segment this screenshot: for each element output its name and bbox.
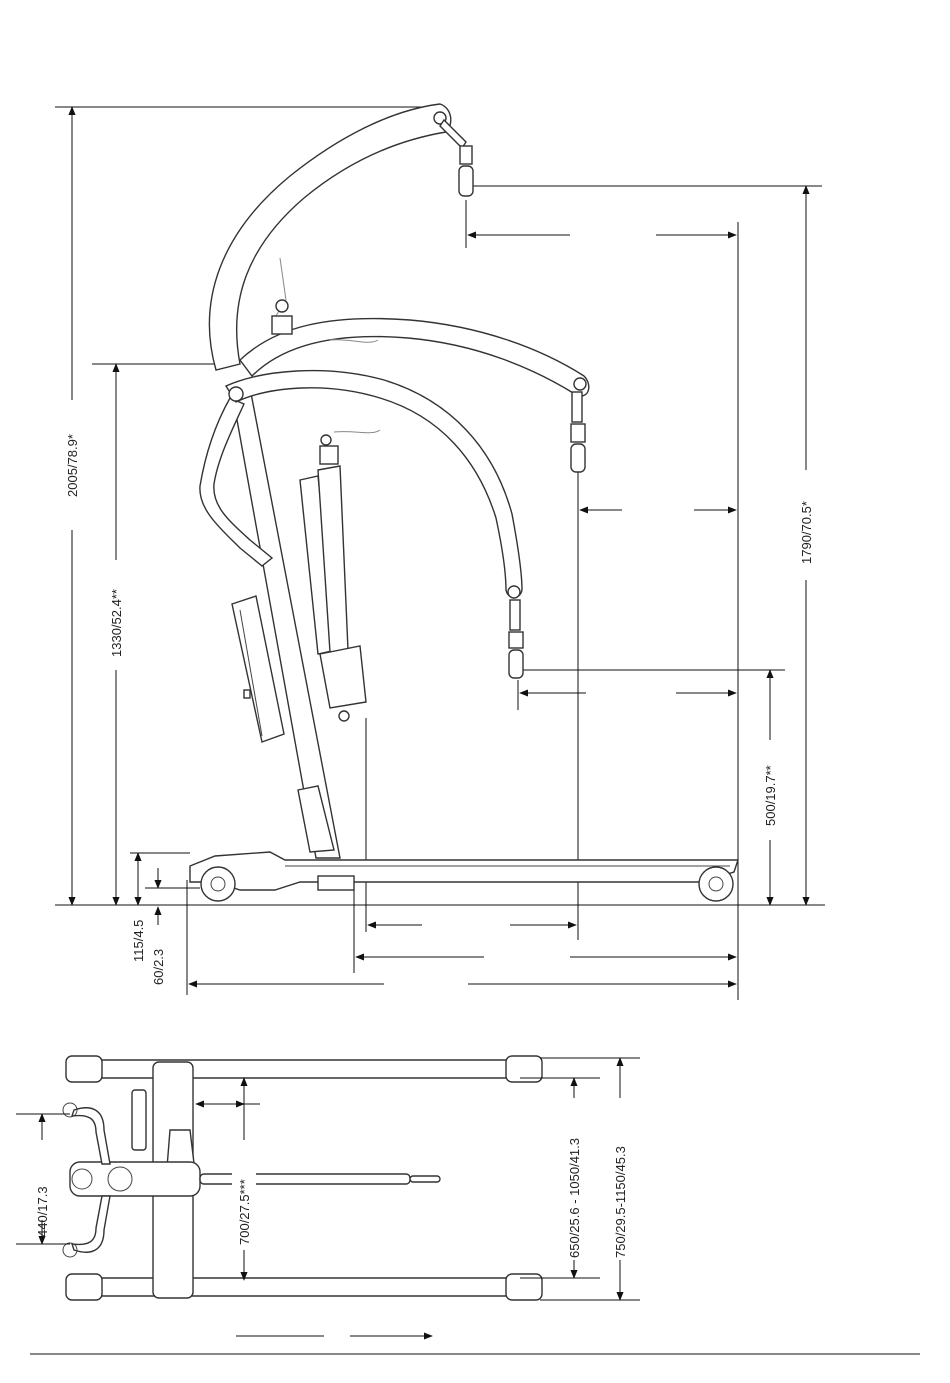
handle-width-label: 440/17.3 (35, 1186, 50, 1237)
leg-lower (70, 1278, 540, 1296)
base-clearance-label: 115/4.5 (131, 920, 146, 962)
top-reach-height-label: 1790/70.5* (799, 501, 814, 564)
rear-caster-upper (66, 1056, 102, 1082)
base-chassis (190, 852, 738, 901)
lift-actuator (300, 435, 366, 721)
leg-upper (70, 1060, 540, 1078)
leg-clearance-label: 60/2.3 (151, 949, 166, 985)
side-view: 2005/78.9* 1330/52.4** 1790/70.5* 500/19… (55, 104, 825, 1000)
leg-spread-inner-label: 650/25.6 - 1050/41.3 (567, 1138, 582, 1258)
top-view: 440/17.3 700/27.5*** 650/25.6 - 1050/41.… (16, 1056, 640, 1336)
max-lift-height-label: 2005/78.9* (65, 434, 80, 497)
rear-wheel (201, 867, 235, 901)
front-wheel (699, 867, 733, 901)
min-lift-height-label: 500/19.7** (763, 765, 778, 826)
leg-spread-outer-label: 750/29.5-1150/45.3 (613, 1146, 628, 1258)
boom-arm-top (200, 1174, 410, 1184)
rear-caster-lower (66, 1274, 102, 1300)
inner-width-label: 700/27.5*** (237, 1179, 252, 1245)
mast-height-label: 1330/52.4** (109, 589, 124, 657)
